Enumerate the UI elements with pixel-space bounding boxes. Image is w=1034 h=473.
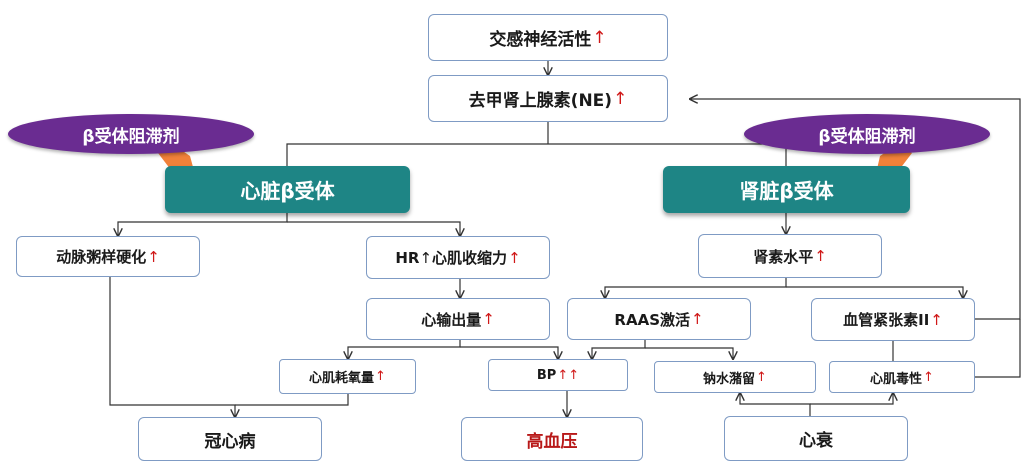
node-bp: BP↑↑ [488,359,628,391]
node-label-hr: HR [395,248,420,267]
node-label: 高血压 [526,431,578,452]
up-arrow-icon: ↑ [147,247,160,266]
up-arrow-icon: ↑ [557,367,569,383]
up-arrow-icon: ↑ [568,367,580,383]
connector-output-bp [460,346,558,359]
blocker-label: β受体阻滞剂 [82,126,180,147]
node-raas-activation: RAAS激活↑ [567,298,751,340]
connector-oxygen-coronary [235,394,349,406]
node-label: 肾素水平 [753,247,814,266]
up-arrow-icon: ↑ [756,369,767,385]
node-heart-failure: 心衰 [724,416,908,461]
node-label: 血管紧张素II [843,311,930,329]
connector-toxicity-feedback [975,319,1021,378]
blocker-label: β受体阻滞剂 [818,126,916,147]
connector-raas-bp [592,340,646,359]
connector-cardiac-split [118,213,288,236]
connector-output-oxygen [348,340,461,359]
up-arrow-icon: ↑ [930,310,943,329]
connector-cardiac-hr [287,221,460,236]
node-label: RAAS激活 [614,310,690,329]
up-arrow-icon: ↑ [613,88,628,109]
connector-renin-angiotensin [786,286,963,298]
node-label: 心肌收缩力 [432,249,508,267]
node-hypertension: 高血压 [461,417,643,461]
up-arrow-icon: ↑ [814,247,827,265]
connector-ne-split [286,122,787,166]
node-label: 心衰 [799,431,833,451]
up-arrow-icon: ↑ [482,310,495,328]
node-coronary-disease: 冠心病 [138,417,322,461]
node-oxygen-consumption: 心肌耗氧量↑ [279,359,416,394]
node-label: 冠心病 [204,431,256,452]
node-sodium-water-retention: 钠水潴留↑ [654,361,816,393]
node-label: 钠水潴留 [703,371,756,387]
connector-failure-toxicity [810,393,893,405]
node-label: 交感神经活性 [489,30,592,50]
node-angiotensin: 血管紧张素II↑ [811,298,975,341]
up-arrow-icon: ↑ [419,248,433,267]
connector-renin-raas [605,278,787,298]
node-label: 去甲肾上腺素(NE) [468,91,613,111]
node-renin-level: 肾素水平↑ [698,234,882,278]
connector-atherosclerosis-coronary [109,277,235,417]
connector-angiotensin-ne [690,99,1021,320]
node-label: 心肌耗氧量 [309,371,375,386]
node-label: 心输出量 [421,310,482,329]
up-arrow-icon: ↑ [691,310,704,328]
node-label: 肾脏β受体 [739,179,834,203]
connector-failure-sodium [740,393,811,416]
node-sympathetic-activity: 交感神经活性↑ [428,14,668,61]
blocker-right: β受体阻滞剂 [744,114,990,154]
node-hr-contractility: HR↑心肌收缩力↑ [366,236,550,279]
node-atherosclerosis: 动脉粥样硬化↑ [16,236,200,277]
node-cardiac-receptor: 心脏β受体 [165,166,410,213]
node-label: BP [536,367,557,383]
connector-raas-sodium [645,347,733,359]
node-label: 心肌毒性 [870,371,923,387]
node-myocardial-toxicity: 心肌毒性↑ [829,361,975,393]
up-arrow-icon: ↑ [508,248,521,267]
node-cardiac-output: 心输出量↑ [366,298,550,340]
up-arrow-icon: ↑ [375,369,386,384]
blocker-left: β受体阻滞剂 [8,114,254,154]
node-norepinephrine: 去甲肾上腺素(NE)↑ [428,75,668,122]
node-renal-receptor: 肾脏β受体 [663,166,910,213]
up-arrow-icon: ↑ [592,27,607,48]
node-label: 心脏β受体 [240,179,335,203]
up-arrow-icon: ↑ [923,369,934,385]
node-label: 动脉粥样硬化 [56,248,147,266]
